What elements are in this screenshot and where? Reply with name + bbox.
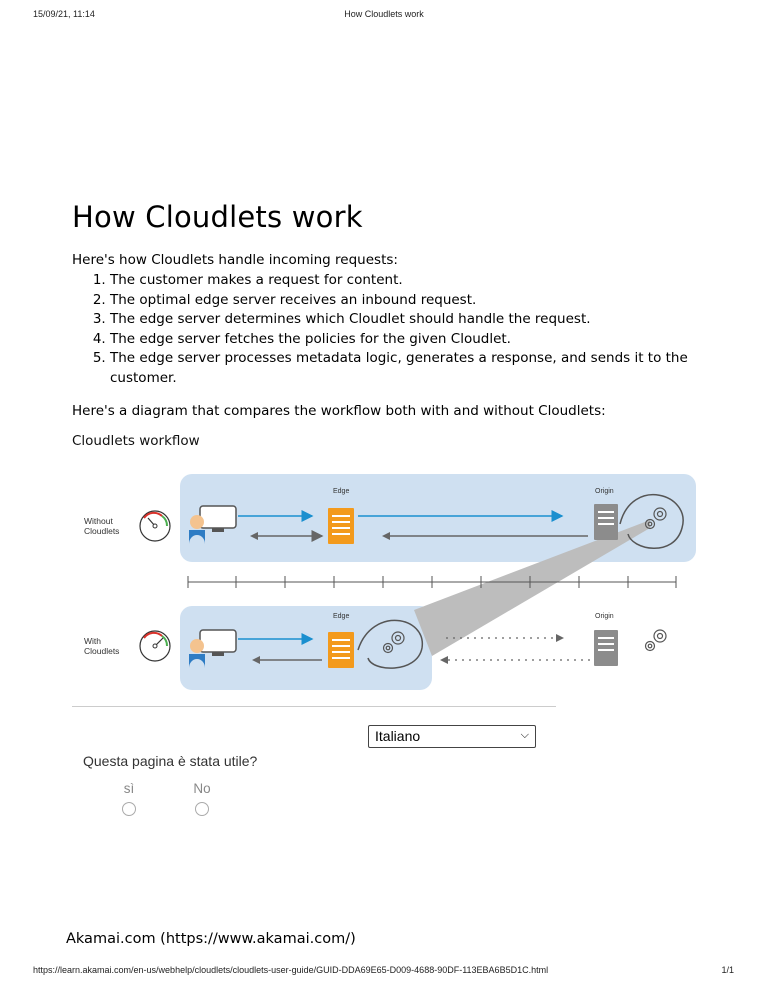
gears-icon	[644, 507, 667, 530]
processing-loop	[357, 619, 423, 669]
speed-gauge-slow-icon	[139, 510, 171, 542]
list-item: The edge server fetches the policies for…	[110, 330, 710, 350]
list-item: The customer makes a request for content…	[110, 271, 710, 291]
intro-text: Here's how Cloudlets handle incoming req…	[72, 252, 398, 268]
without-cloudlets-panel	[180, 474, 696, 562]
processing-loop	[619, 494, 684, 549]
origin-server-icon	[594, 504, 618, 540]
feedback-yes-label: sì	[123, 781, 135, 796]
origin-label: Origin	[595, 488, 614, 495]
user-computer-icon	[189, 629, 237, 668]
page-title: How Cloudlets work	[72, 200, 363, 234]
language-value: Italiano	[375, 728, 421, 744]
language-select[interactable]: Italiano ⌵	[368, 725, 536, 748]
feedback-no-radio[interactable]	[195, 802, 209, 816]
feedback-no[interactable]: No	[182, 781, 222, 816]
speed-gauge-fast-icon	[139, 630, 171, 662]
feedback-yes[interactable]: sì	[109, 781, 149, 816]
cloudlets-workflow-diagram: Without Cloudlets With Cloudlets	[84, 474, 696, 690]
print-title: How Cloudlets work	[344, 9, 424, 19]
feedback-yes-radio[interactable]	[122, 802, 136, 816]
print-date: 15/09/21, 11:14	[33, 9, 95, 19]
with-label-1: With	[84, 636, 101, 646]
gears-icon	[644, 629, 667, 652]
edge-server-icon	[328, 632, 354, 668]
with-cloudlets-panel	[180, 606, 432, 690]
without-label-1: Without	[84, 516, 113, 526]
feedback-no-label: No	[193, 781, 211, 796]
gears-icon	[382, 631, 405, 654]
list-item: The edge server processes metadata logic…	[110, 349, 710, 388]
chevron-down-icon: ⌵	[520, 729, 529, 741]
feedback-question: Questa pagina è stata utile?	[83, 753, 258, 769]
print-page-count: 1/1	[721, 965, 734, 975]
edge-label: Edge	[333, 613, 349, 620]
steps-list: The customer makes a request for content…	[72, 271, 710, 388]
user-computer-icon	[189, 505, 237, 544]
akamai-home-link[interactable]: Akamai.com (https://www.akamai.com/)	[66, 931, 356, 947]
origin-server-icon	[594, 630, 618, 666]
list-item: The optimal edge server receives an inbo…	[110, 291, 710, 311]
without-label-2: Cloudlets	[84, 526, 119, 536]
figure-title: Cloudlets workflow	[72, 433, 200, 449]
edge-server-icon	[328, 508, 354, 544]
cloudlet-beam	[414, 520, 650, 656]
timeline-axis	[187, 576, 677, 588]
divider	[72, 706, 556, 707]
with-label-2: Cloudlets	[84, 646, 119, 656]
compare-text: Here's a diagram that compares the workf…	[72, 403, 606, 419]
list-item: The edge server determines which Cloudle…	[110, 310, 710, 330]
print-url: https://learn.akamai.com/en-us/webhelp/c…	[33, 965, 549, 975]
edge-label: Edge	[333, 488, 349, 495]
origin-label: Origin	[595, 613, 614, 620]
